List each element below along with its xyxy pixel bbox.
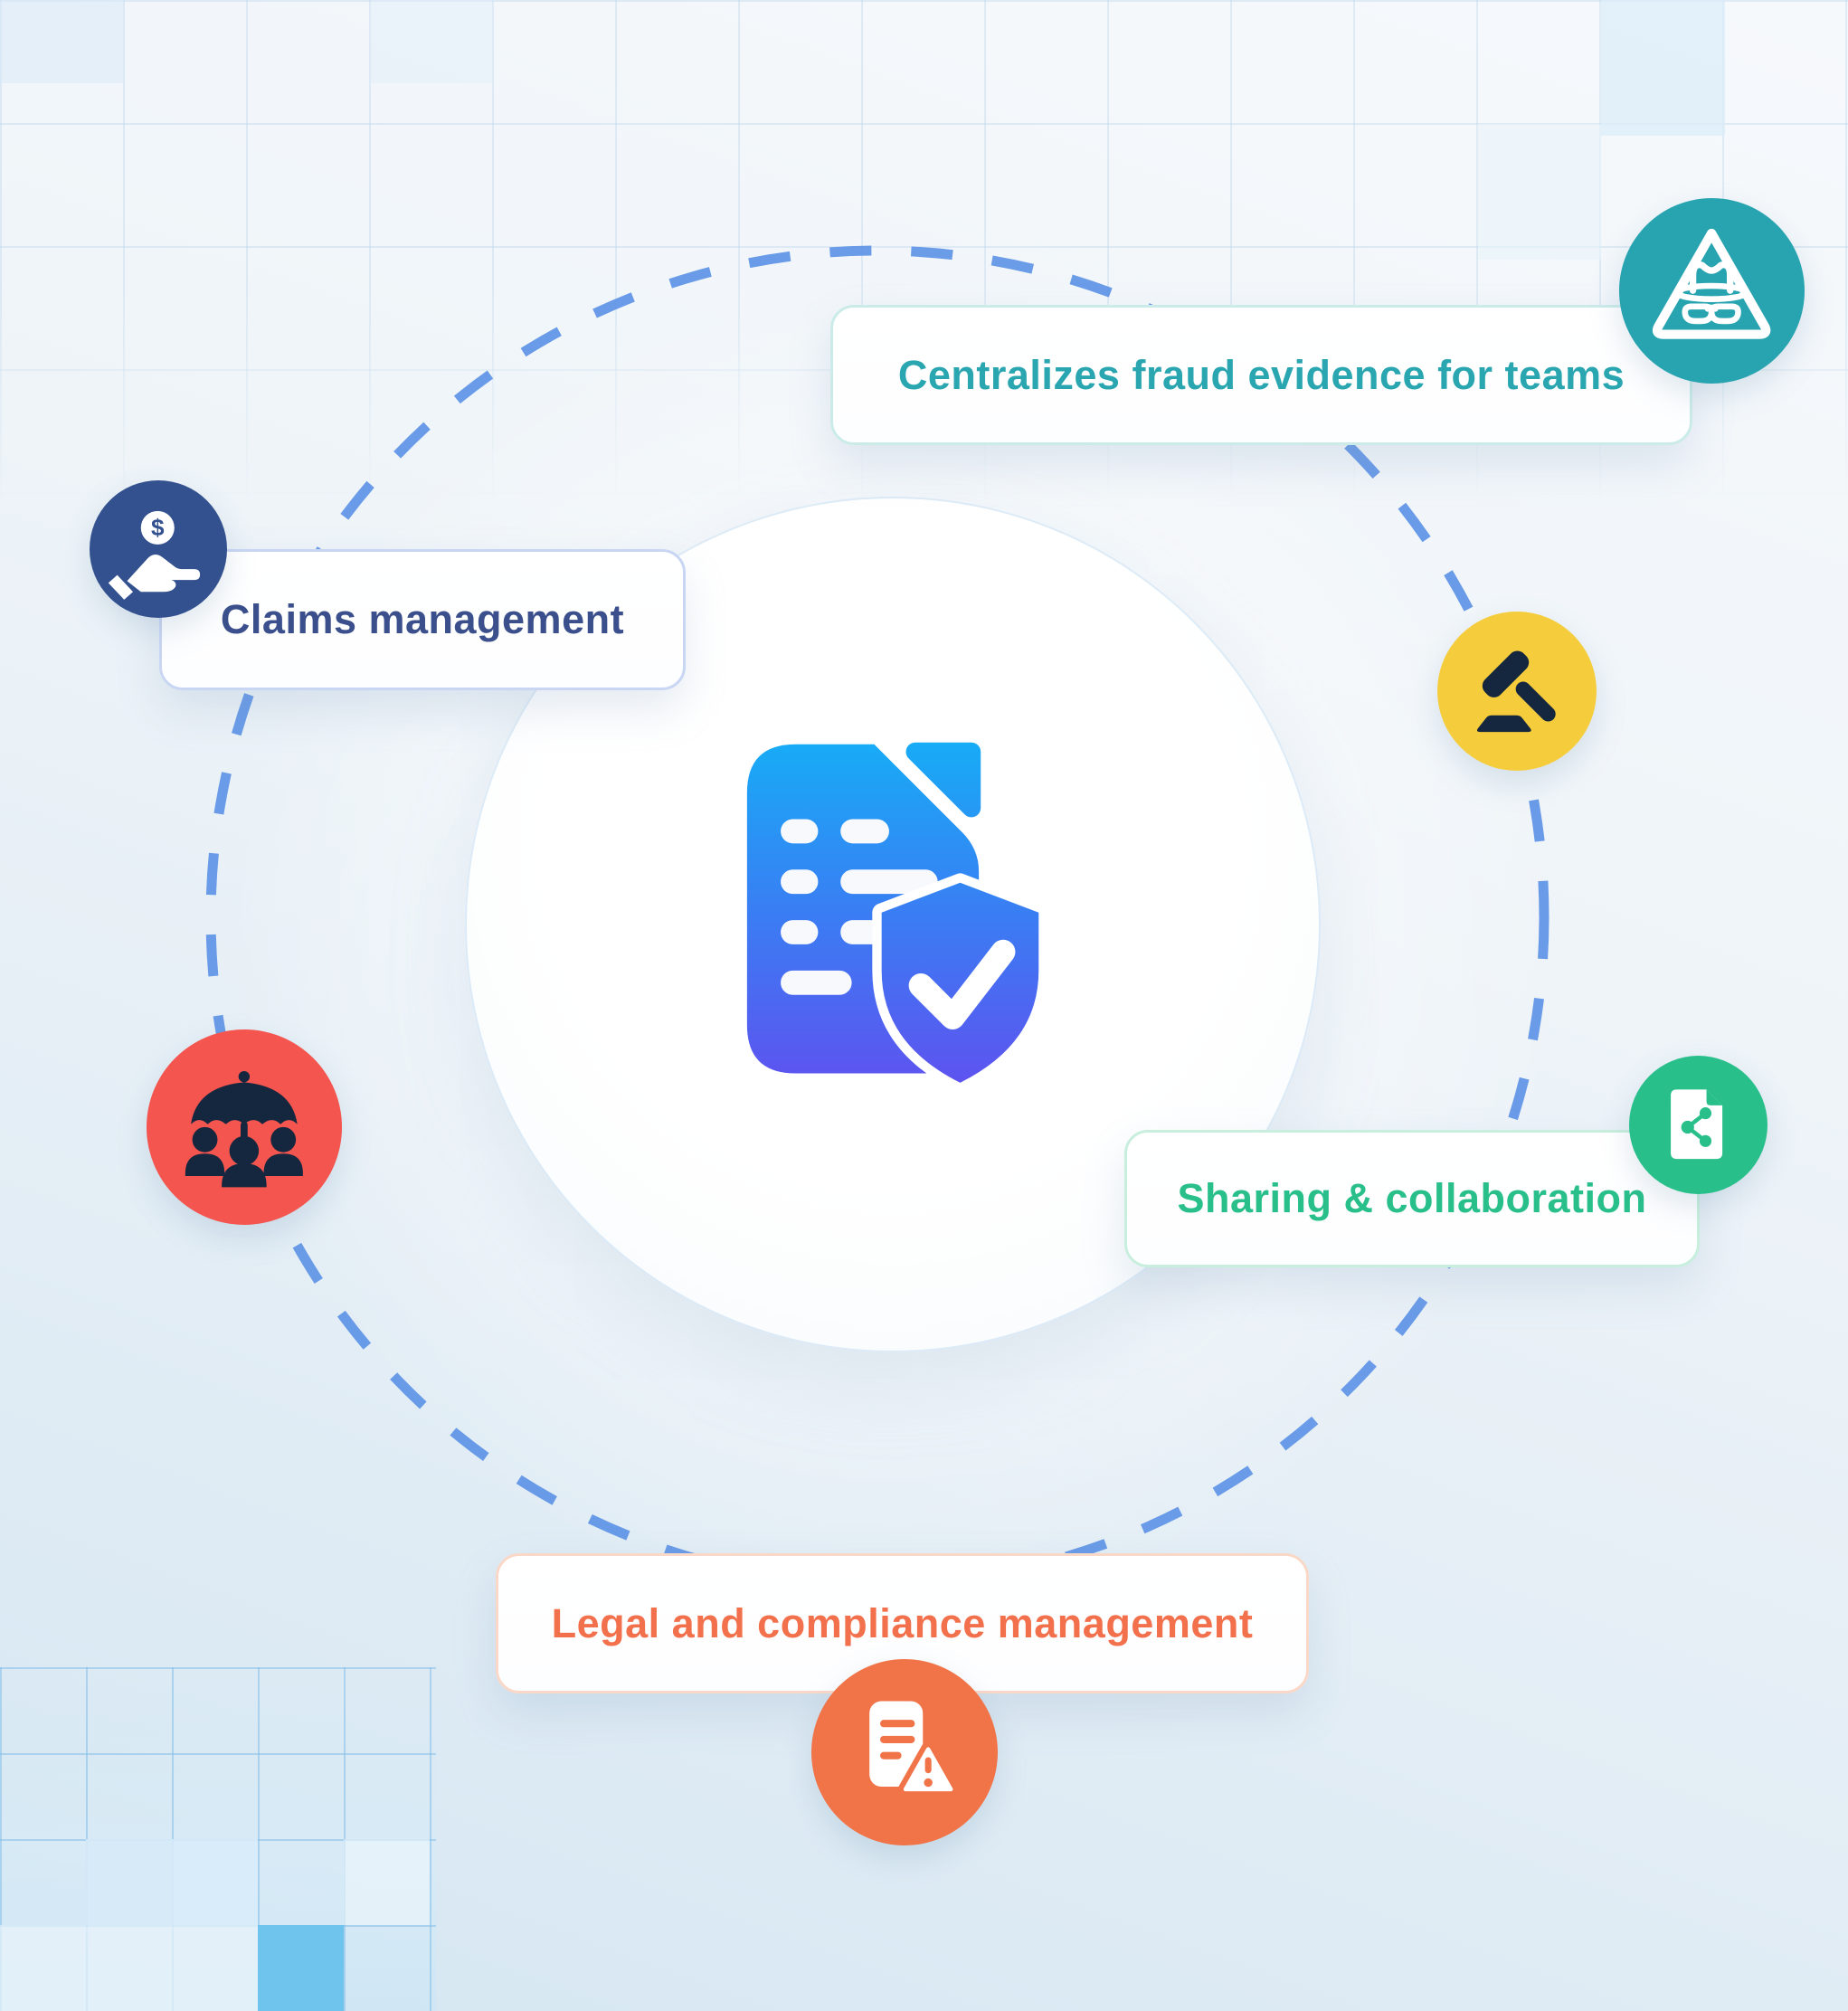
hand-holding-dollar-icon: $ xyxy=(90,480,227,618)
callout-sharing-label: Sharing & collaboration xyxy=(1177,1175,1647,1221)
callout-fraud-label: Centralizes fraud evidence for teams xyxy=(897,351,1625,398)
grid-tint-cell xyxy=(344,1839,430,1925)
document-share-icon xyxy=(1629,1056,1767,1194)
document-warning-icon xyxy=(811,1659,998,1845)
grid-highlight-cell xyxy=(258,1925,344,2011)
grid-tint-cell xyxy=(0,1925,258,2011)
grid-tint-cell xyxy=(0,0,124,83)
svg-text:$: $ xyxy=(151,514,165,541)
callout-fraud-evidence: Centralizes fraud evidence for teams xyxy=(830,305,1692,445)
grid-tint-cell xyxy=(371,0,494,83)
incognito-warning-icon xyxy=(1619,198,1805,384)
grid-tint-cell xyxy=(1478,124,1601,260)
grid-tint-cell xyxy=(1601,0,1725,136)
umbrella-people-icon xyxy=(147,1029,342,1225)
callout-claims-management: Claims management xyxy=(159,549,686,690)
gavel-icon xyxy=(1437,612,1597,771)
grid-tint-cell xyxy=(86,1839,172,1925)
callout-legal-label: Legal and compliance management xyxy=(551,1599,1254,1646)
document-shield-check-icon xyxy=(695,722,1087,1115)
callout-claims-label: Claims management xyxy=(220,596,625,642)
callout-sharing-collaboration: Sharing & collaboration xyxy=(1124,1130,1700,1267)
grid-tint-cell xyxy=(172,1839,258,1925)
